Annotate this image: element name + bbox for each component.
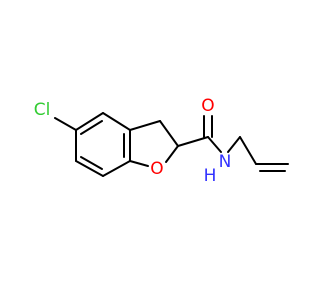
structure-diagram: Cl O O N H <box>34 96 289 186</box>
bond-c3-c4-inner <box>80 156 103 170</box>
bond-n-ch2 <box>227 136 241 153</box>
bond-c4-c5 <box>102 160 131 177</box>
atom-carbonyl-oxygen-label: O <box>201 96 214 116</box>
bond-c6-c1 <box>102 112 131 131</box>
bond-o-c5 <box>129 160 149 167</box>
atom-amide-hydrogen-label: H <box>204 166 217 186</box>
bond-c6-ch2 <box>129 120 161 131</box>
bond-c2-o <box>165 145 179 163</box>
bond-c2-carbonyl <box>177 136 209 147</box>
bond-carbonyl-n <box>207 136 222 153</box>
bond-ch2-ch <box>239 136 257 165</box>
atom-ring-oxygen-label: O <box>150 159 163 179</box>
bond-c1-c2-inner <box>80 120 103 135</box>
atom-amide-nitrogen-label: N <box>219 152 232 172</box>
molecule-drawing: Cl O O N H <box>34 96 289 186</box>
bond-c2-cl <box>54 117 77 131</box>
bond-ch2-c2 <box>159 120 179 147</box>
bond-c1-c2 <box>75 112 104 131</box>
atom-chlorine-label: Cl <box>34 100 51 120</box>
bond-c3-c4 <box>75 160 104 177</box>
